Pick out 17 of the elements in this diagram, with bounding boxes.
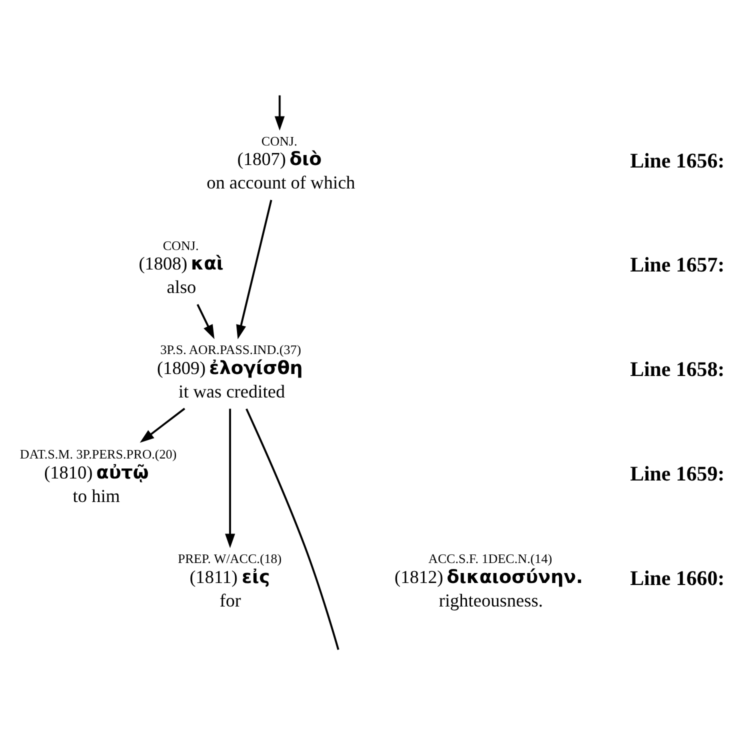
arrow <box>225 408 236 548</box>
label: Line 1657: <box>630 252 725 276</box>
node-text: ACC.S.F. 1DEC.N.(14) (1812) δικαιοσύνην. righteousness. <box>394 550 583 610</box>
label: Line 1656: <box>630 148 725 172</box>
node-text: 3P.S. AOR.PASS.IND.(37) (1809) ἐλογίσθη it was credited <box>156 342 303 402</box>
arrow <box>196 304 214 339</box>
node-text: DAT.S.M. 3P.PERS.PRO.(20) (1810) αὐτῷ to him <box>20 446 177 506</box>
label: Line 1658: <box>630 356 725 381</box>
label: Line 1660: <box>630 565 725 590</box>
arrow <box>236 199 272 339</box>
node-text: CONJ. (1807) διὸ on account of which <box>206 132 356 192</box>
node-text: CONJ. (1808) καὶ also <box>138 237 224 297</box>
arrow <box>274 94 285 130</box>
node-text: PREP. W/ACC.(18) (1811) εἰς for <box>178 550 282 610</box>
connector <box>246 408 340 650</box>
arrow <box>140 407 186 442</box>
label: Line 1659: <box>630 461 725 486</box>
